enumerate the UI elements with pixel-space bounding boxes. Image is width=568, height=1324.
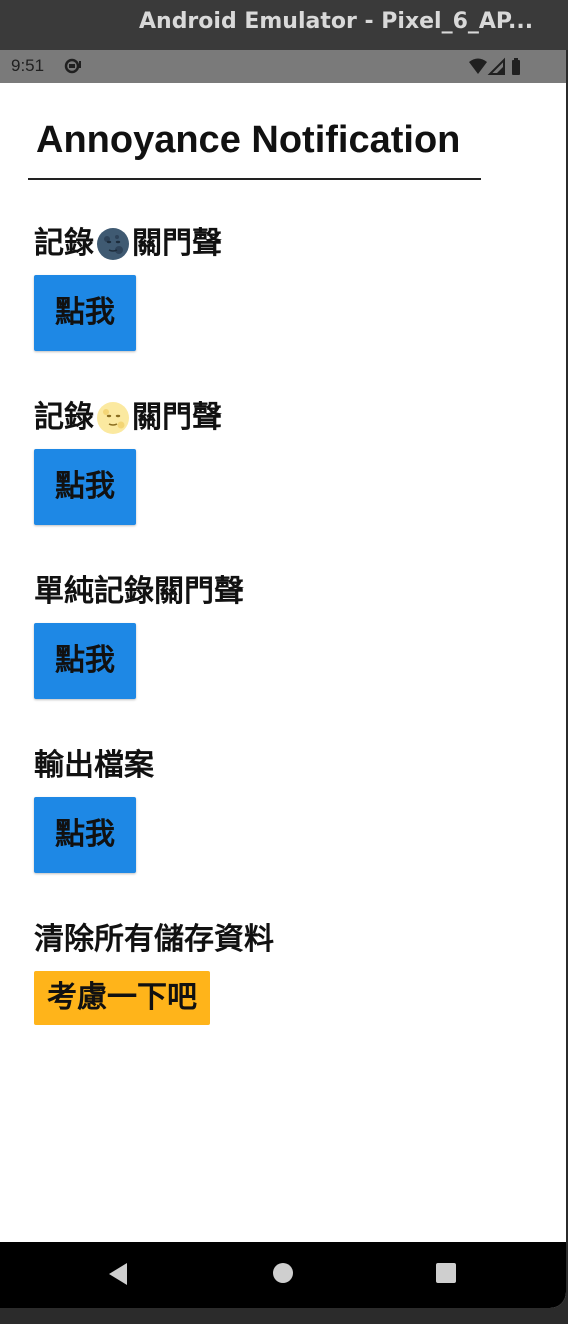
- export-file-button[interactable]: 點我: [34, 797, 136, 873]
- wifi-icon: [469, 58, 487, 74]
- home-icon[interactable]: [272, 1262, 294, 1284]
- back-icon[interactable]: [107, 1262, 129, 1286]
- section-export-file: 輸出檔案 點我: [34, 747, 154, 873]
- section-label: 輸出檔案: [34, 748, 154, 783]
- status-time: 9:51: [11, 56, 45, 75]
- emulator-window-title: Android Emulator - Pixel_6_AP...: [0, 0, 568, 50]
- section-record-simple: 單純記錄關門聲 點我: [34, 573, 244, 699]
- record-simple-button[interactable]: 點我: [34, 623, 136, 699]
- section-clear-data: 清除所有儲存資料 考慮一下吧: [34, 921, 274, 1025]
- section-record-full-moon: 記錄 關門聲 點我: [34, 399, 222, 525]
- status-bar: 9:51: [0, 50, 566, 83]
- page-title: Annoyance Notification: [36, 119, 461, 161]
- cell-signal-icon: [487, 57, 505, 75]
- section-label: 清除所有儲存資料: [34, 922, 274, 957]
- section-label-suffix: 關門聲: [132, 226, 222, 261]
- section-label: 記錄 關門聲: [34, 225, 222, 263]
- record-new-moon-button[interactable]: 點我: [34, 275, 136, 351]
- section-record-new-moon: 記錄 關門聲 點我: [34, 225, 222, 351]
- recents-icon[interactable]: [435, 1262, 457, 1284]
- section-label: 記錄 關門聲: [34, 399, 222, 437]
- section-label-prefix: 記錄: [34, 400, 94, 435]
- record-full-moon-button[interactable]: 點我: [34, 449, 136, 525]
- new-moon-face-icon: [97, 228, 129, 260]
- full-moon-face-icon: [97, 402, 129, 434]
- status-icons: [469, 57, 520, 75]
- clear-data-button[interactable]: 考慮一下吧: [34, 971, 210, 1025]
- battery-icon: [512, 58, 520, 75]
- title-divider: [28, 178, 481, 180]
- notification-icon: [64, 58, 81, 74]
- section-label-suffix: 關門聲: [132, 400, 222, 435]
- section-label: 單純記錄關門聲: [34, 574, 244, 609]
- navigation-bar: [0, 1242, 566, 1308]
- section-label-prefix: 記錄: [34, 226, 94, 261]
- phone-screen: 9:51 Annoyance Notification 記錄: [0, 50, 566, 1308]
